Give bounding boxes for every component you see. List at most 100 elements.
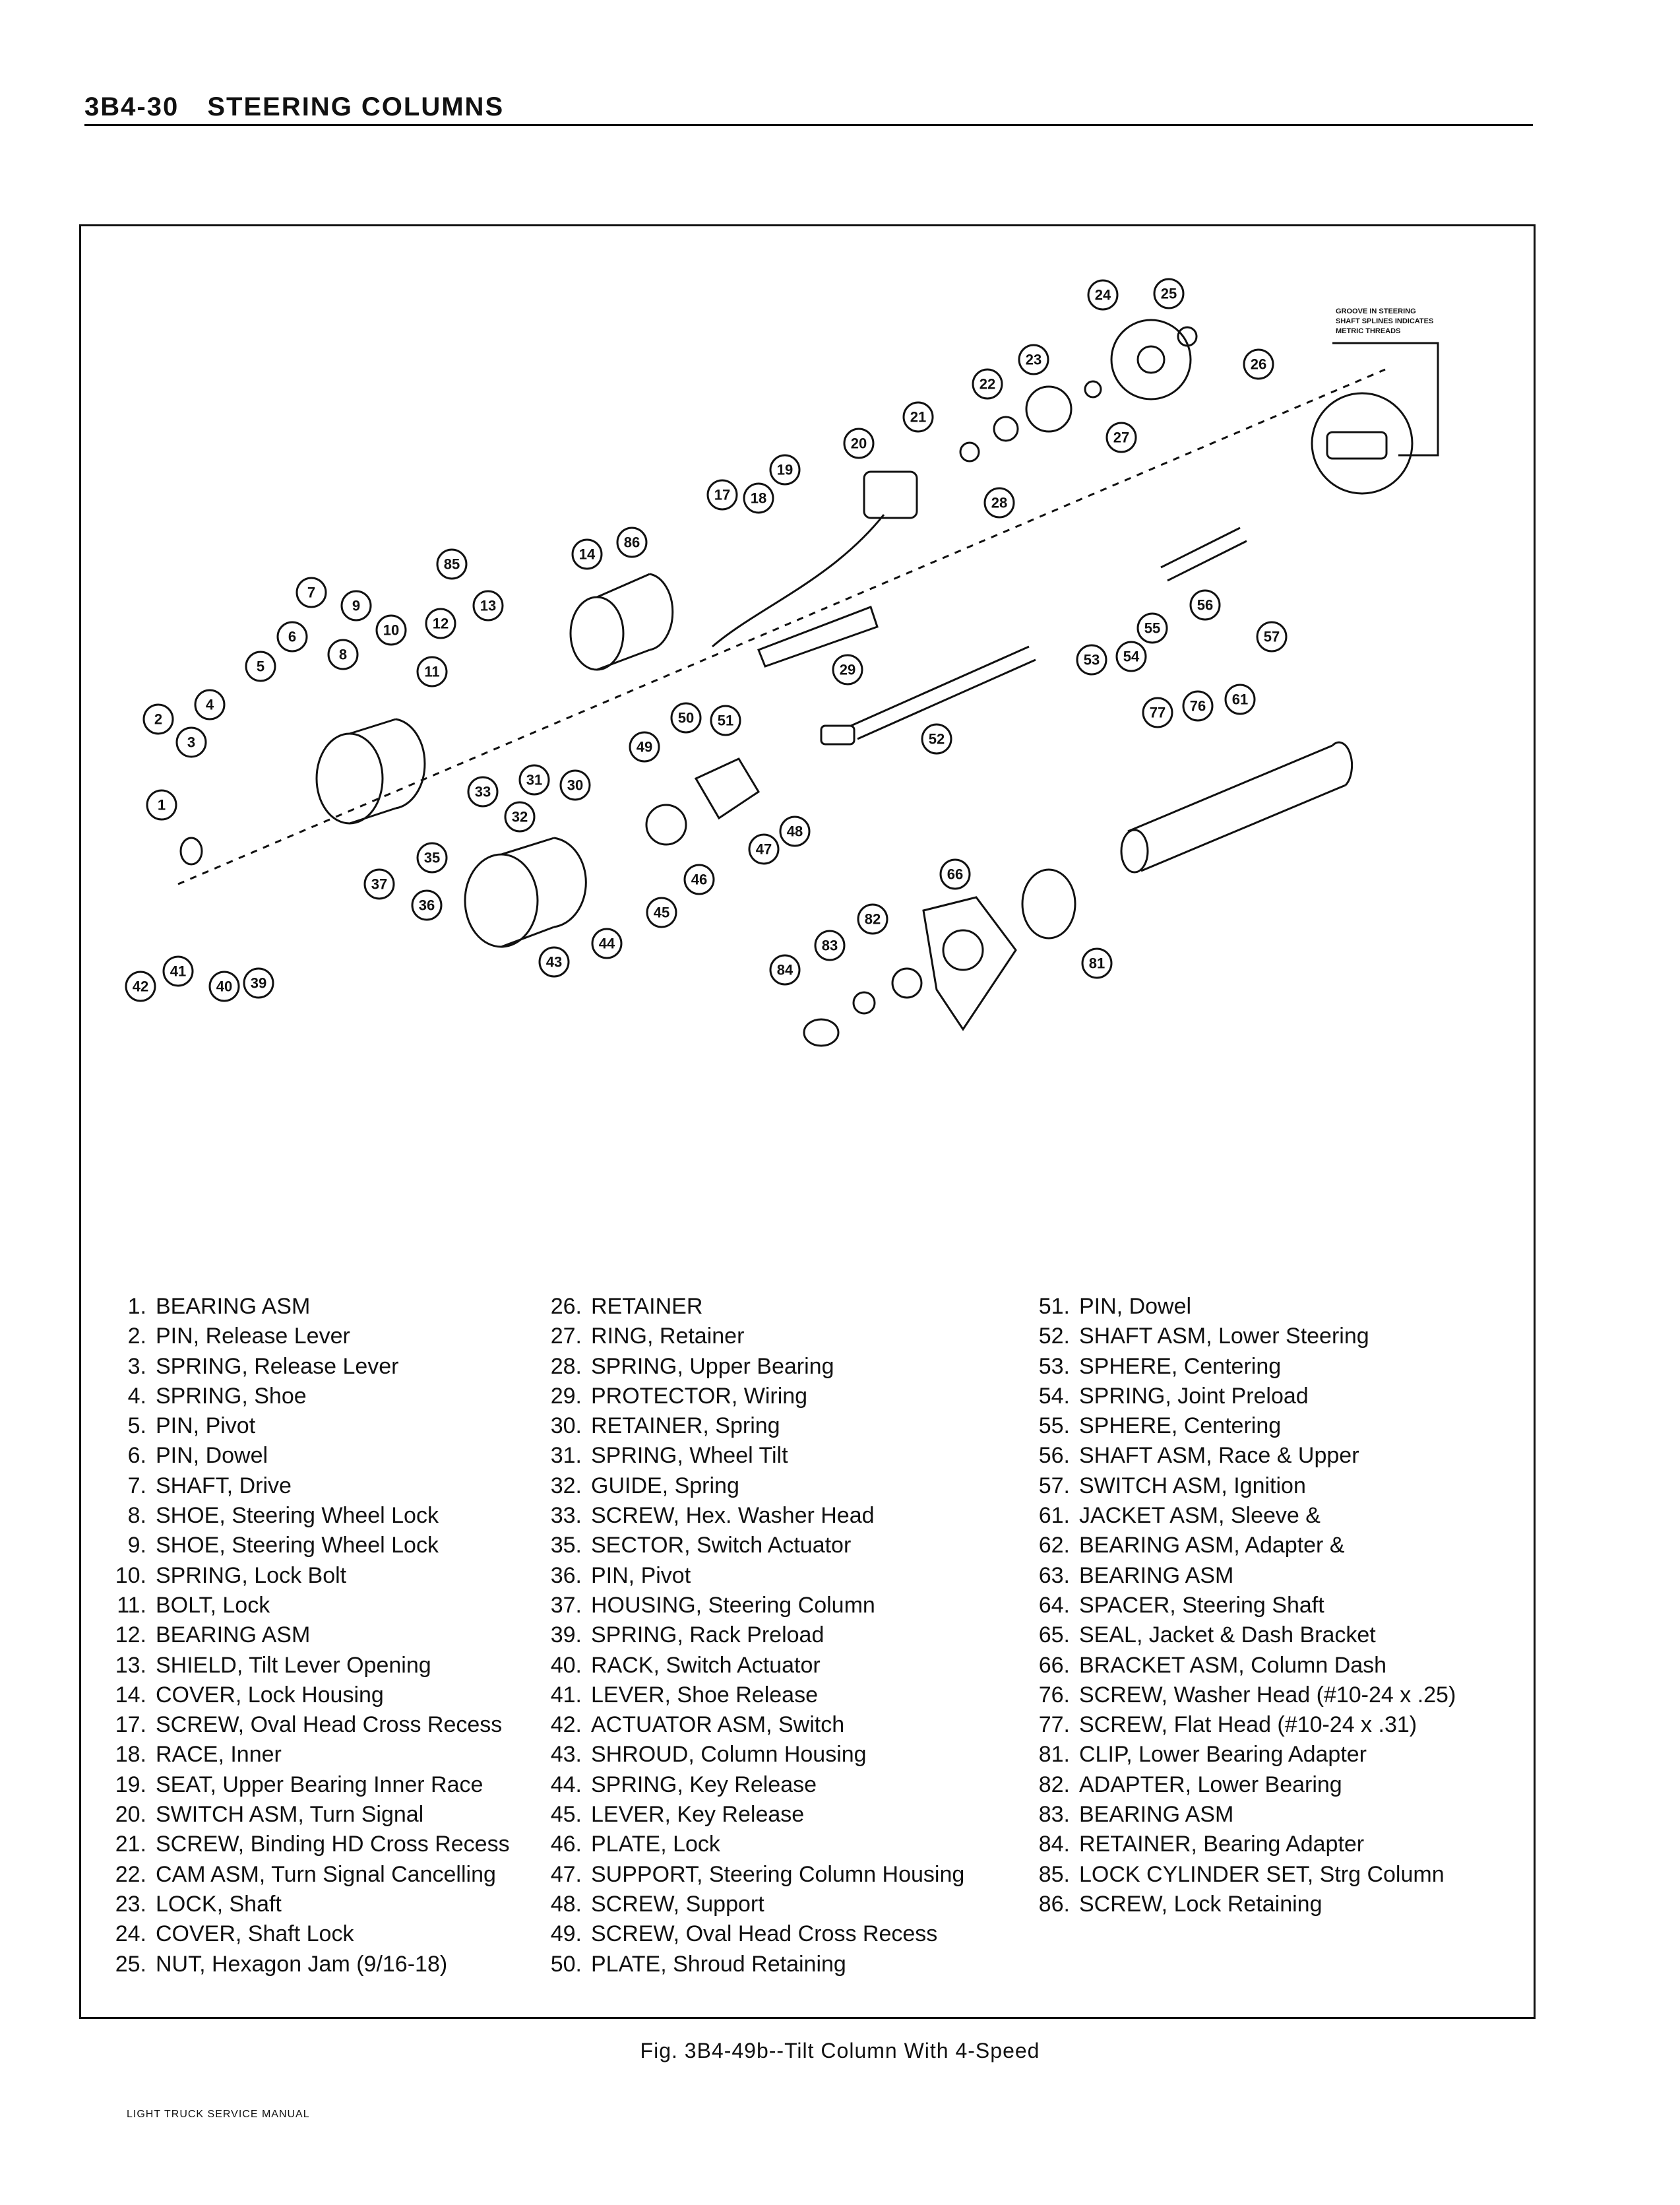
turn-signal-cam <box>993 416 1019 442</box>
callout-circle <box>416 656 448 687</box>
callout-circle <box>411 889 443 921</box>
callout-circle <box>832 654 863 686</box>
legend-item-number: 7. <box>127 1473 146 1498</box>
legend-item-text: PLATE, Lock <box>591 1832 720 1857</box>
legend-item: 45.LEVER, Key Release <box>541 1800 964 1830</box>
legend-item-number: 66. <box>1038 1652 1070 1678</box>
shaft-splines <box>1326 431 1388 460</box>
legend-item: 8.SHOE, Steering Wheel Lock <box>106 1501 510 1531</box>
callout-26: 26 <box>1243 348 1274 380</box>
legend-item: 14.COVER, Lock Housing <box>106 1680 510 1710</box>
legend-item: 56.SHAFT ASM, Race & Upper <box>1029 1441 1456 1471</box>
callout-35: 35 <box>416 842 448 874</box>
callout-circle <box>616 527 648 558</box>
exploded-view-diagram: GROOVE IN STEERING SHAFT SPLINES INDICAT… <box>125 278 1439 1047</box>
legend-item-number: 28. <box>550 1353 582 1379</box>
column-dash-bracket <box>922 896 1017 1031</box>
callout-3: 3 <box>175 726 207 758</box>
legend-item: 3.SPRING, Release Lever <box>106 1352 510 1382</box>
legend-item-text: SHOE, Steering Wheel Lock <box>156 1533 439 1558</box>
callout-circle <box>518 764 550 796</box>
lock-housing-cover <box>596 573 674 671</box>
callout-circle <box>504 801 536 833</box>
callout-76: 76 <box>1182 690 1214 722</box>
callout-circle <box>340 590 372 622</box>
turn-signal-switch <box>863 470 918 519</box>
section-title: STEERING COLUMNS <box>207 92 505 121</box>
callout-number: 52 <box>929 731 945 748</box>
callout-30: 30 <box>559 769 591 801</box>
callout-number: 86 <box>624 534 640 551</box>
legend-item: 61.JACKET ASM, Sleeve & <box>1029 1501 1456 1531</box>
callout-circle <box>857 903 888 935</box>
callout-number: 44 <box>599 936 615 952</box>
legend-item: 39.SPRING, Rack Preload <box>541 1620 964 1650</box>
callout-number: 31 <box>526 772 542 788</box>
callout-25: 25 <box>1153 278 1185 309</box>
callout-44: 44 <box>591 928 623 959</box>
legend-item-text: SPRING, Key Release <box>591 1772 817 1797</box>
callout-circle <box>538 946 570 978</box>
legend-item-number: 81. <box>1038 1742 1070 1768</box>
legend-item-number: 26. <box>550 1294 582 1319</box>
callout-number: 1 <box>158 797 166 814</box>
legend-item-text: LEVER, Key Release <box>591 1802 805 1828</box>
legend-item: 77.SCREW, Flat Head (#10-24 x .31) <box>1029 1710 1456 1740</box>
callout-11: 11 <box>416 656 448 687</box>
lock-housing-cover-face <box>569 596 625 671</box>
legend-item-text: BRACKET ASM, Column Dash <box>1079 1652 1387 1678</box>
legend-item-number: 52. <box>1038 1324 1070 1349</box>
legend-item: 53.SPHERE, Centering <box>1029 1352 1456 1382</box>
legend-item: 33.SCREW, Hex. Washer Head <box>541 1501 964 1531</box>
callout-number: 13 <box>480 598 496 614</box>
legend-item-number: 18. <box>115 1742 146 1768</box>
callout-circle <box>467 776 499 808</box>
legend-item: 9.SHOE, Steering Wheel Lock <box>106 1531 510 1560</box>
legend-item-number: 37. <box>550 1592 582 1618</box>
legend-item-number: 86. <box>1038 1891 1070 1917</box>
legend-item-number: 2. <box>127 1324 146 1349</box>
callout-42: 42 <box>125 971 156 1002</box>
callout-17: 17 <box>706 479 738 511</box>
legend-item-text: LOCK, Shaft <box>156 1891 282 1917</box>
callout-46: 46 <box>683 864 715 895</box>
legend-item-text: SHROUD, Column Housing <box>591 1742 867 1768</box>
legend-item: 28.SPRING, Upper Bearing <box>541 1352 964 1382</box>
callout-number: 66 <box>947 866 963 883</box>
callout-48: 48 <box>779 815 811 847</box>
legend-item: 2.PIN, Release Lever <box>106 1322 510 1351</box>
legend-item: 81. CLIP, Lower Bearing Adapter <box>1029 1740 1456 1770</box>
legend-item-number: 47. <box>550 1861 582 1887</box>
callout-circle <box>1105 422 1137 453</box>
lower-bearing-adapter <box>891 967 923 999</box>
callout-circle <box>425 608 456 639</box>
jacket-assembly <box>1127 741 1353 872</box>
legend-item-number: 61. <box>1038 1503 1070 1529</box>
legend-item-text: NUT, Hexagon Jam (9/16-18) <box>156 1951 448 1977</box>
legend-item: 19.SEAT, Upper Bearing Inner Race <box>106 1770 510 1800</box>
callout-85: 85 <box>436 548 468 580</box>
callout-number: 39 <box>251 975 266 992</box>
callout-47: 47 <box>748 833 780 865</box>
legend-item-text: RETAINER, Spring <box>591 1413 780 1439</box>
callout-number: 3 <box>187 734 195 751</box>
shaft-lock-cover-hub <box>1136 345 1166 374</box>
callout-number: 53 <box>1084 652 1100 668</box>
callout-number: 27 <box>1113 430 1129 446</box>
callout-number: 36 <box>419 897 435 914</box>
legend-item-text: SCREW, Flat Head (#10-24 x .31) <box>1079 1712 1417 1738</box>
legend-item-text: RACK, Switch Actuator <box>591 1652 821 1678</box>
legend-item: 55.SPHERE, Centering <box>1029 1411 1456 1441</box>
legend-item: 46.PLATE, Lock <box>541 1830 964 1859</box>
legend-item: 35.SECTOR, Switch Actuator <box>541 1531 964 1560</box>
callout-83: 83 <box>814 930 846 961</box>
callout-number: 33 <box>475 784 491 800</box>
shaft-coupling <box>820 724 856 746</box>
header-rule <box>84 124 1533 126</box>
note-line-1: GROOVE IN STEERING <box>1336 307 1416 315</box>
callout-77: 77 <box>1142 697 1173 728</box>
callout-31: 31 <box>518 764 550 796</box>
legend-item-number: 11. <box>117 1592 146 1618</box>
legend-item-text: CLIP, Lower Bearing Adapter <box>1079 1742 1367 1768</box>
